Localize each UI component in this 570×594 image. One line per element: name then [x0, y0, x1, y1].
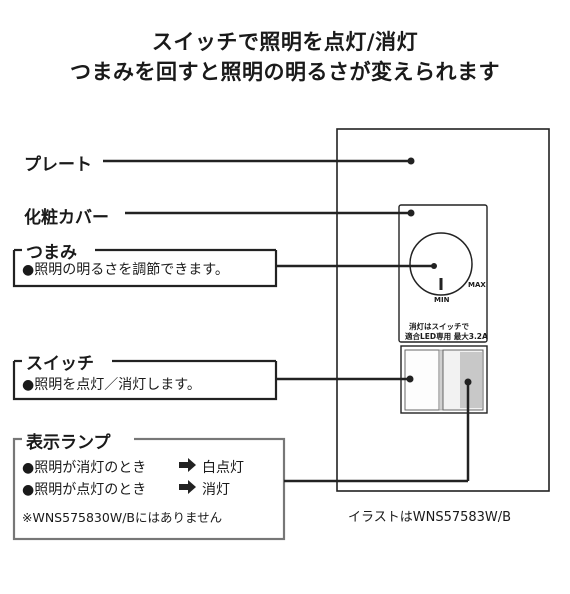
lamp-title: 表示ランプ [22, 428, 115, 453]
lamp-box-frame [12, 437, 286, 541]
lamp-off-condition: ●照明が消灯のとき [22, 460, 147, 476]
lamp-note: ※WNS575830W/Bにはありません [22, 510, 223, 525]
dial-max-label: MAX [468, 281, 486, 289]
dial-min-label: MIN [434, 296, 450, 304]
lamp-off-result: 白点灯 [202, 460, 244, 476]
plate-label: プレート [24, 155, 92, 175]
device-label-line-2: 適合LED専用 最大3.2A [405, 332, 488, 341]
lamp-on-condition: ●照明が点灯のとき [22, 482, 147, 498]
knob-title: つまみ [22, 238, 81, 263]
arrow-icon [179, 480, 196, 494]
headline-line-2: つまみを回すと照明の明るさが変えられます [70, 60, 500, 84]
switch-shade [460, 352, 482, 408]
switch-rocker-mid [438, 349, 444, 411]
cover-label: 化粧カバー [24, 208, 109, 228]
dial-circle [409, 232, 473, 296]
switch-leader-dot [406, 375, 414, 383]
knob-box-frame [12, 250, 278, 288]
lamp-indicator [464, 378, 472, 386]
device-label-line-1: 消灯はスイッチで [409, 322, 469, 331]
headline-line-1: スイッチで照明を点灯/消灯 [151, 30, 419, 54]
switch-title: スイッチ [22, 349, 98, 374]
cover-leader-dot [407, 209, 415, 217]
arrow-icon [179, 458, 196, 472]
switch-description: ●照明を点灯／消灯します。 [22, 377, 201, 393]
illustration-caption: イラストはWNS57583W/B [348, 510, 512, 525]
lamp-on-result: 消灯 [202, 482, 230, 498]
plate-leader-dot [407, 157, 415, 165]
dial-center [431, 263, 437, 269]
knob-description: ●照明の明るさを調節できます。 [22, 262, 229, 278]
